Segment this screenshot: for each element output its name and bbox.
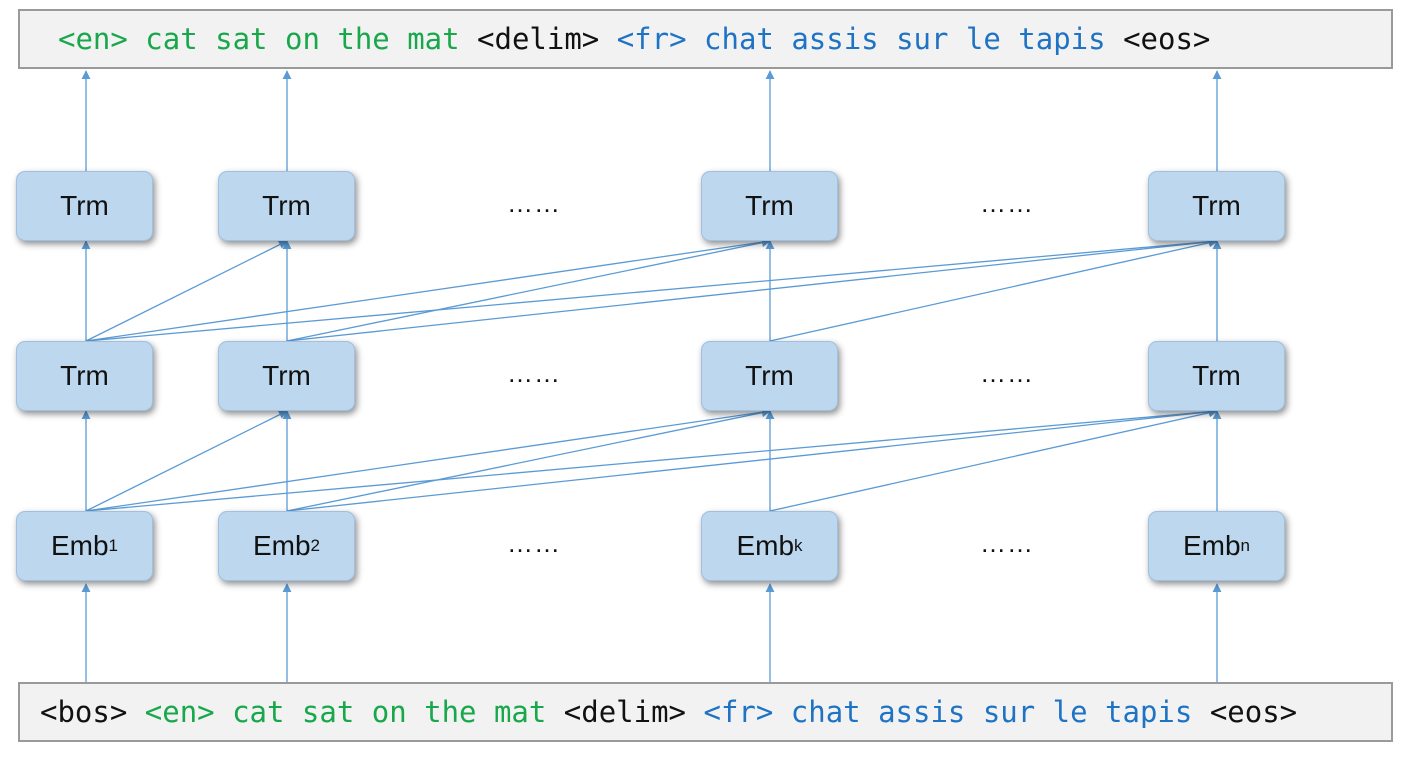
ellipsis-top-left: ……	[507, 188, 561, 218]
ellipsis-emb-right: ……	[980, 528, 1034, 558]
emb-base: Emb	[1182, 530, 1241, 561]
sequence-token: <eos>	[1192, 695, 1298, 729]
attention-arrow	[85, 240, 288, 342]
emb-subscript: 2	[310, 536, 321, 555]
attention-arrow	[85, 410, 288, 512]
attention-arrow	[85, 237, 1218, 342]
emb-base: Emb	[50, 530, 109, 561]
ellipsis-mid-left: ……	[507, 358, 561, 388]
trm-top-k: Trm	[701, 171, 838, 241]
input-sequence-box: <bos> <en> cat sat on the mat <delim> <f…	[18, 682, 1393, 742]
node-label: Trm	[60, 360, 109, 391]
attention-arrow	[286, 237, 1218, 342]
node-label: Trm	[1192, 360, 1241, 391]
trm-mid-n: Trm	[1148, 341, 1285, 411]
node-label: Trm	[262, 190, 311, 221]
emb-base: Emb	[252, 530, 311, 561]
ellipsis-top-right: ……	[980, 188, 1034, 218]
trm-top-n: Trm	[1148, 171, 1285, 241]
attention-arrow	[85, 407, 1218, 512]
node-label: Trm	[745, 190, 794, 221]
trm-top-2: Trm	[218, 171, 355, 241]
node-label: Trm	[745, 360, 794, 391]
attention-arrow	[286, 238, 771, 342]
trm-mid-k: Trm	[701, 341, 838, 411]
node-label: Trm	[262, 360, 311, 391]
sequence-token: <fr>	[599, 22, 687, 56]
ellipsis-mid-right: ……	[980, 358, 1034, 388]
trm-mid-1: Trm	[16, 341, 153, 411]
attention-arrow	[85, 407, 771, 512]
attention-arrow	[286, 407, 1218, 512]
sequence-token: cat sat on the mat	[127, 22, 460, 56]
trm-mid-2: Trm	[218, 341, 355, 411]
sequence-token: <fr> chat assis sur le tapis	[686, 695, 1193, 729]
sequence-token: <en> cat sat on the mat	[127, 695, 547, 729]
attention-arrow	[769, 408, 1218, 512]
sequence-token: <delim>	[546, 695, 687, 729]
node-label: Trm	[1192, 190, 1241, 221]
attention-arrow	[85, 237, 771, 342]
sequence-token: <bos>	[40, 695, 128, 729]
attention-arrow	[286, 408, 771, 512]
sequence-token: <delim>	[459, 22, 600, 56]
sequence-token: <eos>	[1105, 22, 1211, 56]
output-sequence-box: <en> cat sat on the mat <delim> <fr> cha…	[18, 9, 1393, 69]
emb-subscript: k	[794, 536, 803, 555]
node-label: Trm	[60, 190, 109, 221]
emb-subscript: 1	[108, 536, 119, 555]
sequence-token: chat assis sur le tapis	[686, 22, 1106, 56]
ellipsis-emb-left: ……	[507, 528, 561, 558]
emb-base: Emb	[736, 530, 795, 561]
emb-subscript: n	[1240, 536, 1251, 555]
trm-top-1: Trm	[16, 171, 153, 241]
sequence-token: <en>	[58, 22, 128, 56]
attention-arrow	[769, 238, 1218, 342]
